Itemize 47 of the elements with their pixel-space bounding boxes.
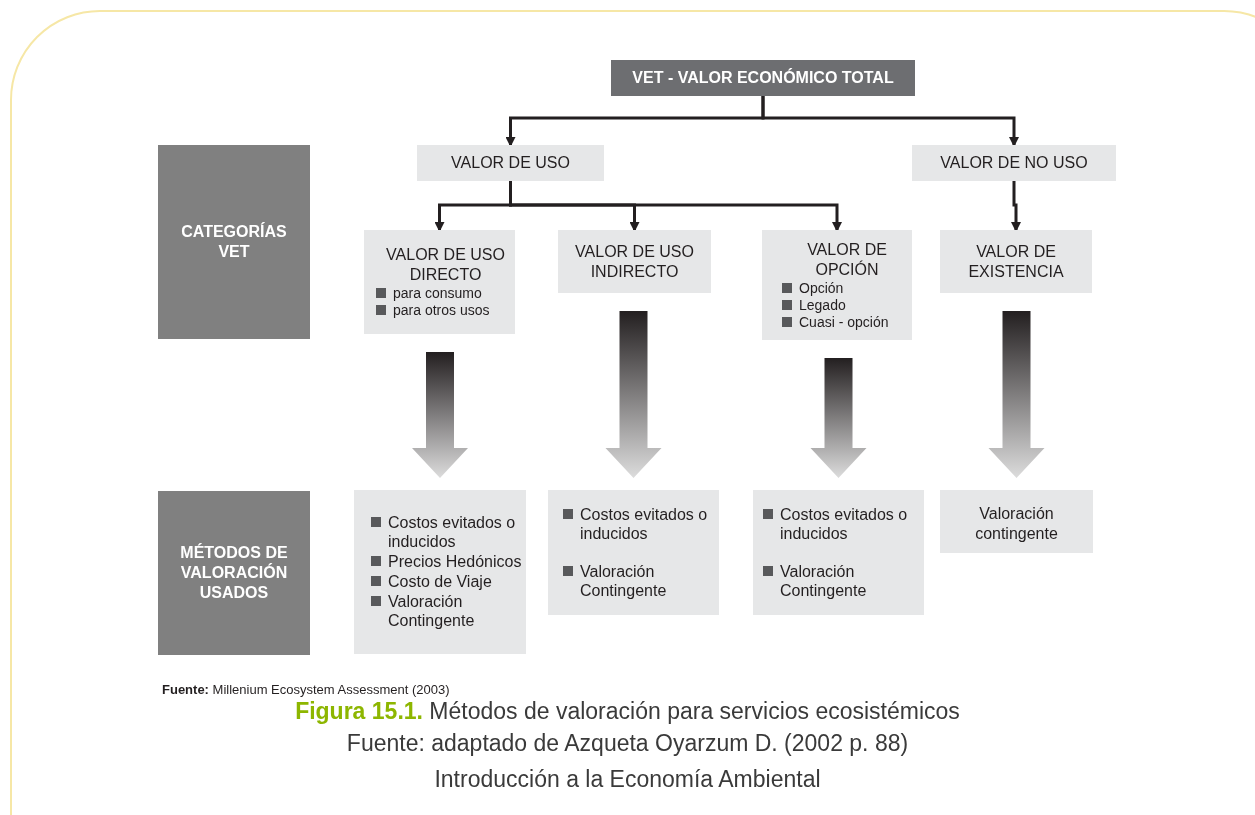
bullet-text: Costos evitados o inducidos <box>580 504 709 543</box>
block-arrow <box>412 352 468 478</box>
node-label: VET - VALOR ECONÓMICO TOTAL <box>632 68 894 88</box>
bullet-text: Costos evitados o inducidos <box>780 504 909 543</box>
caption-source: Introducción a la Economía Ambiental <box>433 766 822 793</box>
method-box <box>548 490 719 615</box>
connector-arrow <box>509 181 842 232</box>
bullet-text: para consumo <box>393 285 482 302</box>
caption-source: Fuente: adaptado de Azqueta Oyarzum D. (2002 p. 88) <box>345 730 910 757</box>
node-label: CATEGORÍAS VET <box>180 222 288 262</box>
node-label: VALOR DE OPCIÓN <box>806 239 888 280</box>
connector-arrow <box>761 96 1019 147</box>
category-box <box>940 230 1092 293</box>
figure-caption: Figura 15.1. Métodos de valoración para servicios ecosistémicos <box>294 698 961 725</box>
node-label: VALOR DE USO INDIRECTO <box>574 241 695 282</box>
category-box <box>940 490 1093 553</box>
bullet-text: Costo de Viaje <box>388 572 492 591</box>
block-arrow <box>988 311 1045 478</box>
bullet-text: Precios Hedónicos <box>388 552 522 571</box>
source-note: Fuente: Millenium Ecosystem Assessment (2003) <box>162 682 451 697</box>
node-label: Valoración contingente <box>974 504 1059 544</box>
node-label: VALOR DE NO USO <box>940 153 1088 173</box>
category-box <box>417 145 604 181</box>
bullet-text: Legado <box>799 296 846 314</box>
category-side-box <box>158 491 310 655</box>
method-box <box>753 490 924 615</box>
bullet-text: Cuasi - opción <box>799 313 889 331</box>
block-arrow <box>810 358 867 478</box>
category-box <box>762 230 912 340</box>
node-label: MÉTODOS DE VALORACIÓN USADOS <box>179 543 289 603</box>
bullet-text: Opción <box>799 279 844 297</box>
node-label: VALOR DE USO DIRECTO <box>385 245 506 285</box>
node-label: VALOR DE EXISTENCIA <box>967 241 1065 282</box>
bullet-text: Valoración Contingente <box>580 561 668 600</box>
bullet-text: Costos evitados o inducidos <box>388 513 517 551</box>
category-box <box>558 230 711 293</box>
bullet-text: para otros usos <box>393 302 490 319</box>
bullet-text: Valoración Contingente <box>388 592 476 630</box>
category-box <box>364 230 515 334</box>
category-side-box <box>158 145 310 339</box>
node-label: VALOR DE USO <box>451 153 570 173</box>
bullet-text: Valoración Contingente <box>780 561 868 600</box>
block-arrow <box>605 311 662 478</box>
connector-arrow <box>1011 181 1021 232</box>
category-box <box>912 145 1116 181</box>
method-box <box>354 490 526 654</box>
title-box <box>611 60 915 96</box>
